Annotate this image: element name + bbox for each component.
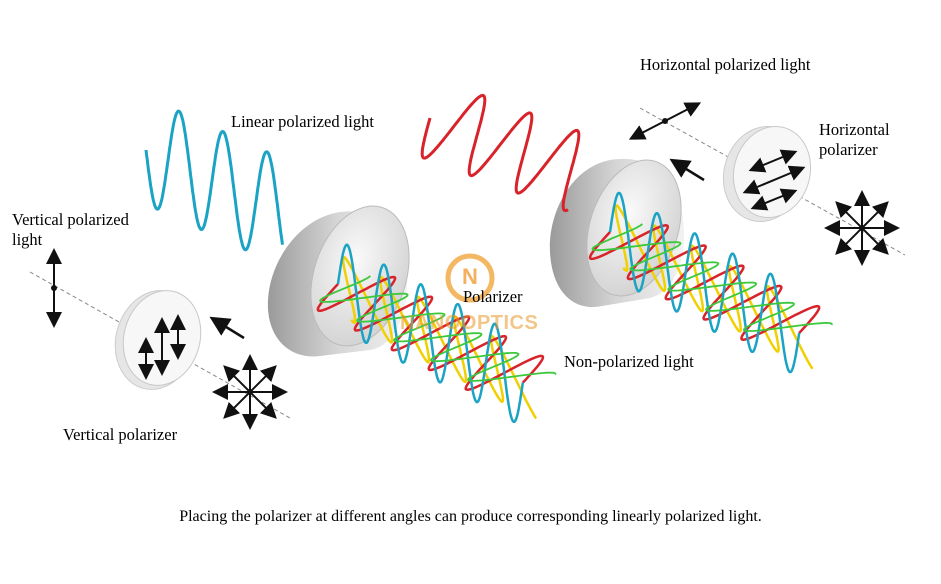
label-horizontal-polarized-light: Horizontal polarized light [640,55,811,74]
horizontal-double-arrow-icon [628,102,702,140]
star-arrows-right-center [859,225,865,231]
vertical-arrows-icon [138,314,186,380]
figure-caption: Placing the polarizer at different angle… [179,508,762,525]
star-arrows-icon-left [212,354,288,430]
label-vertical-polarized-light: Vertical polarized light [12,210,129,249]
star-arrows-icon-right [824,190,900,266]
non-polarized-wave-front-right [588,191,833,374]
linear-polarized-wave-cyan [144,109,284,252]
label-non-polarized-light: Non-polarized light [564,352,694,371]
horizontal-arrows-icon [742,149,806,211]
watermark-letter: N [462,264,479,289]
label-horizontal-polarizer: Horizontal polarizer [819,120,890,159]
horizontal-polarized-wave-red [420,93,581,213]
non-polarized-wave-front-left [316,243,557,424]
vertical-polarizer-disk [114,290,202,390]
watermark-brand: NANOOPTICS [400,312,539,334]
non-polarized-wave-right-3 [591,223,833,332]
watermark-logo [445,253,495,303]
non-polarized-wave-right-2 [608,191,801,374]
direction-arrow-icon-left [209,316,245,340]
horizontal-polarizer-disk [722,125,812,223]
non-polarized-wave-left-2 [336,243,525,424]
vertical-double-arrow-icon [46,248,62,328]
non-polarized-wave-left-3 [319,275,557,382]
watermark-text: N NANOOPTICS [400,264,539,335]
label-linear-polarized-light: Linear polarized light [231,112,374,131]
direction-arrow-icon-right [669,158,705,182]
star-arrows-left-center [247,389,253,395]
label-polarizer: Polarizer [463,287,523,306]
label-vertical-polarizer: Vertical polarizer [63,425,178,444]
